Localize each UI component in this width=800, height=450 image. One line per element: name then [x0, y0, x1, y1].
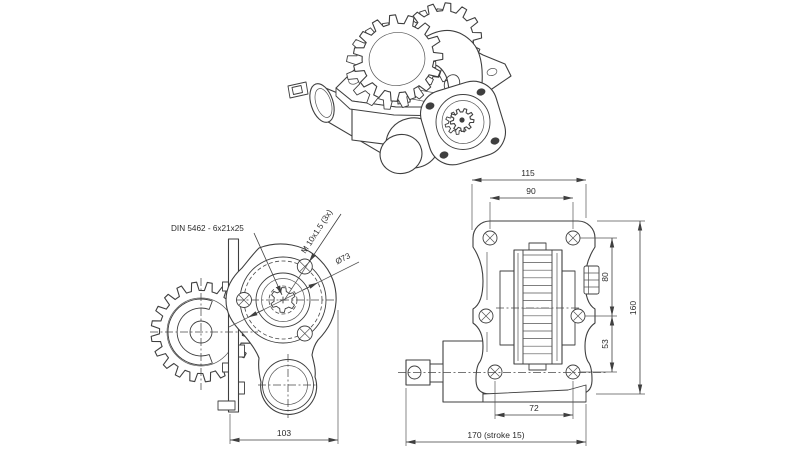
dim-80: 80	[600, 272, 610, 282]
rear-dim-height: 160	[596, 220, 645, 395]
rear-dim-flange-width: 115	[471, 168, 587, 230]
side-view: DIN 5462 - 6x21x25 M 10x1.5 (3x) Ø73 103	[150, 208, 360, 444]
rear-spline-shaft	[583, 265, 600, 295]
spline-spec-label: DIN 5462 - 6x21x25	[171, 224, 244, 233]
dim-72: 72	[529, 403, 539, 413]
dim-170-stroke: 170 (stroke 15)	[467, 430, 524, 440]
rear-centerlines	[398, 307, 608, 373]
iso-idler-gear	[346, 14, 444, 110]
rear-dim-overall-length: 170 (stroke 15)	[405, 388, 587, 446]
side-dim-overall-width: 103	[229, 310, 339, 444]
rear-dim-53: 53	[580, 316, 617, 373]
side-flange-bolts	[236, 258, 313, 342]
dim-115: 115	[521, 168, 535, 178]
rear-dim-top-bolt-spacing: 90	[489, 186, 574, 229]
dim-103: 103	[277, 428, 291, 438]
dim-53: 53	[600, 339, 610, 349]
rear-dim-bottom-bolt-spacing: 72	[494, 381, 574, 419]
iso-left-tab	[287, 81, 309, 99]
dim-160: 160	[628, 301, 638, 315]
pilot-diameter-label: Ø73	[334, 251, 352, 266]
rear-actuator-slab	[482, 384, 587, 403]
dim-90: 90	[526, 186, 536, 196]
side-centerlines	[150, 278, 336, 418]
rear-view: 115 90 80 53 160 72	[398, 168, 645, 446]
iso-output-flange	[420, 80, 506, 166]
isometric-view	[287, 2, 512, 175]
